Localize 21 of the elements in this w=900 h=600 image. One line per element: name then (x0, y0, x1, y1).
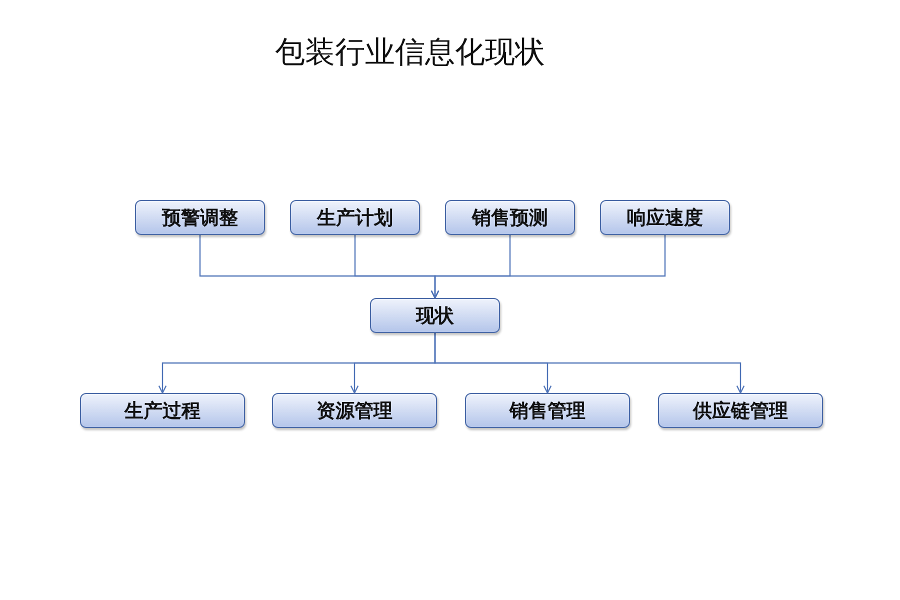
box-label: 供应链管理 (693, 398, 788, 424)
process-box (658, 393, 823, 428)
box-label: 销售预测 (472, 206, 548, 230)
box-label: 生产计划 (317, 206, 393, 230)
box-label: 预警调整 (162, 206, 238, 230)
process-box (465, 393, 630, 428)
process-box (600, 200, 730, 235)
process-box (272, 393, 437, 428)
box-label: 资源管理 (316, 398, 392, 424)
box-label: 生产过程 (124, 398, 200, 424)
connector-arrow (434, 333, 745, 394)
diagram-title: 包装行业信息化现状 (274, 34, 546, 72)
process-box (290, 200, 420, 235)
process-box (135, 200, 265, 235)
process-box (445, 200, 575, 235)
process-box (370, 298, 500, 333)
connector-arrow (430, 235, 666, 299)
box-label: 响应速度 (627, 206, 703, 230)
box-label: 现状 (416, 304, 454, 328)
process-box (80, 393, 245, 428)
box-label: 销售管理 (510, 398, 586, 424)
